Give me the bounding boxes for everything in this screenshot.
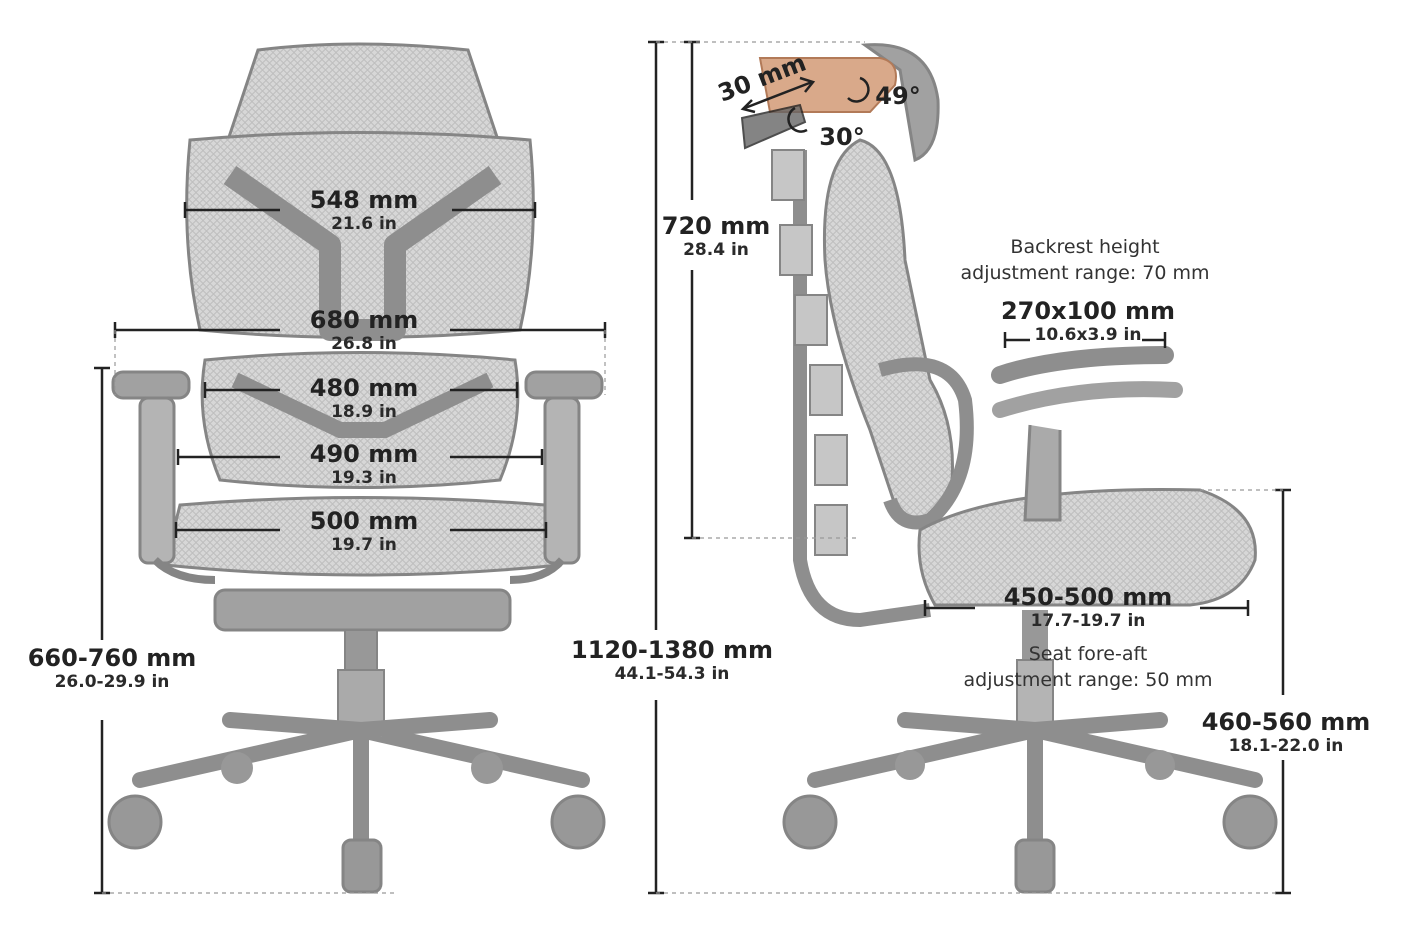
backrest-adjust-note-line1: Backrest height <box>1010 236 1160 258</box>
armrest-spread-mm: 680 mm <box>309 306 419 334</box>
armrest-height-mm: 660-760 mm <box>27 644 197 672</box>
seat-width-mm: 500 mm <box>309 507 419 535</box>
lumbar-width-label: 480 mm 18.9 in <box>310 374 418 422</box>
headrest-tilt-down: 30° <box>819 123 865 151</box>
backrest-width-in: 21.6 in <box>331 214 397 234</box>
lumbar-width-in: 18.9 in <box>331 402 397 422</box>
backrest-adjust-note: Backrest height adjustment range: 70 mm <box>960 234 1209 286</box>
backrest-adjust-note-line2: adjustment range: 70 mm <box>960 262 1210 284</box>
backrest-height-mm: 720 mm <box>661 212 771 240</box>
overall-height-mm: 1120-1380 mm <box>571 636 773 664</box>
armrest-height-in: 26.0-29.9 in <box>54 672 170 692</box>
lumbar-width-mm: 480 mm <box>309 374 419 402</box>
overall-height-in: 44.1-54.3 in <box>614 664 730 684</box>
overall-height-label: 1120-1380 mm 44.1-54.3 in <box>571 636 773 684</box>
seat-depth-label: 450-500 mm 17.7-19.7 in <box>1004 583 1173 631</box>
armpad-size-mm: 270x100 mm <box>1000 297 1176 325</box>
armpad-size-label: 270x100 mm 10.6x3.9 in <box>1001 297 1175 345</box>
backrest-width-mm: 548 mm <box>309 186 419 214</box>
seat-width-in: 19.7 in <box>331 535 397 555</box>
seat-height-label: 460-560 mm 18.1-22.0 in <box>1202 708 1371 756</box>
headrest-pad-highlight <box>758 57 897 113</box>
dashed-guides <box>102 41 1283 894</box>
front-view-chair <box>107 42 606 894</box>
armpad-size-in: 10.6x3.9 in <box>1034 325 1142 345</box>
seat-adjust-note-line2: adjustment range: 50 mm <box>963 669 1213 691</box>
armrest-spread-label: 680 mm 26.8 in <box>310 306 418 354</box>
seat-adjust-note: Seat fore-aft adjustment range: 50 mm <box>963 641 1212 693</box>
seat-height-mm: 460-560 mm <box>1201 708 1371 736</box>
seat-back-width-in: 19.3 in <box>331 468 397 488</box>
seat-back-width-mm: 490 mm <box>309 440 419 468</box>
armrest-height-label: 660-760 mm 26.0-29.9 in <box>28 644 197 692</box>
armrest-spread-in: 26.8 in <box>331 334 397 354</box>
seat-depth-in: 17.7-19.7 in <box>1030 611 1146 631</box>
headrest-slide-arrow <box>740 76 816 114</box>
side-view-chair <box>771 43 1278 894</box>
dimension-lines <box>94 40 1291 895</box>
rotation-arrows <box>787 76 870 133</box>
backrest-height-in: 28.4 in <box>683 240 749 260</box>
backrest-width-label: 548 mm 21.6 in <box>310 186 418 234</box>
backrest-height-label: 720 mm 28.4 in <box>662 212 770 260</box>
seat-width-label: 500 mm 19.7 in <box>310 507 418 555</box>
seat-adjust-note-line1: Seat fore-aft <box>1028 643 1148 665</box>
seat-back-width-label: 490 mm 19.3 in <box>310 440 418 488</box>
seat-height-in: 18.1-22.0 in <box>1228 736 1344 756</box>
headrest-tilt-up: 49° <box>875 82 921 110</box>
seat-depth-mm: 450-500 mm <box>1003 583 1173 611</box>
